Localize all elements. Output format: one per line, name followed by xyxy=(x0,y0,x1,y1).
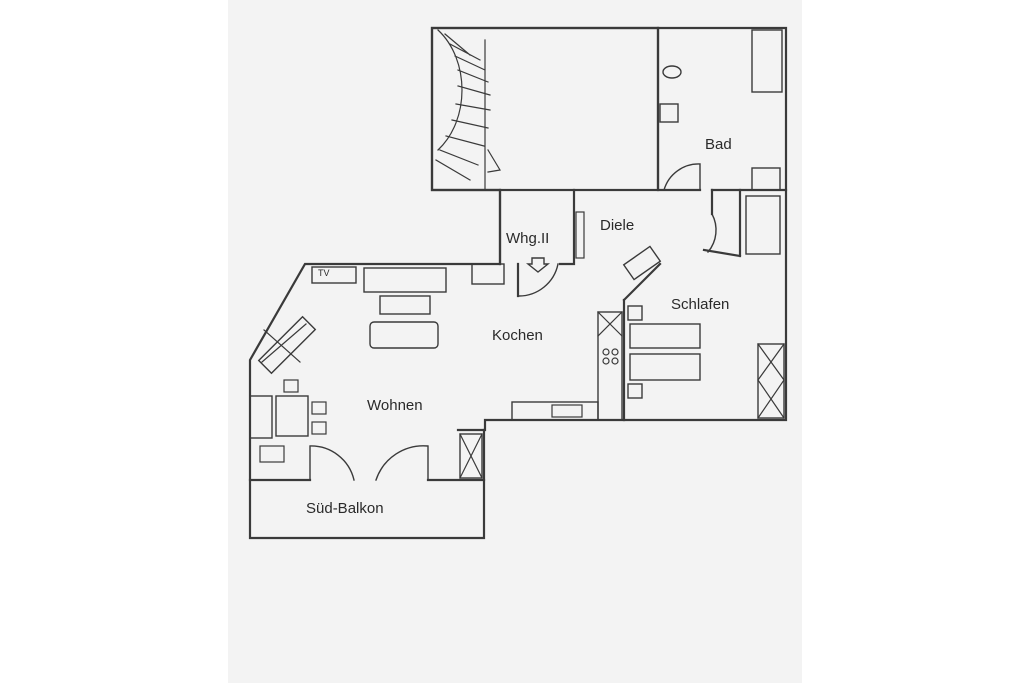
bathroom-wall xyxy=(656,26,788,192)
washer-icon xyxy=(751,167,781,191)
sofa-icon-2 xyxy=(369,321,439,349)
kitchen-counter xyxy=(597,311,623,421)
stove-icon xyxy=(602,348,610,356)
sideboard-icon xyxy=(249,395,273,439)
tv-box xyxy=(311,266,357,284)
bed-icon-2 xyxy=(629,353,701,381)
nightstand-icon-2 xyxy=(627,383,643,399)
chair-icon-2 xyxy=(311,421,327,435)
bed-icon xyxy=(629,323,701,349)
fridge-icon xyxy=(471,263,505,285)
arrow-icon xyxy=(526,257,550,273)
nightstand-icon xyxy=(627,305,643,321)
stove-icon-3 xyxy=(602,357,610,365)
bedroom-wall xyxy=(622,188,742,422)
chair-icon xyxy=(311,401,327,415)
window-bench-icon xyxy=(257,315,317,375)
balcony-wall xyxy=(248,428,486,482)
dining-table-icon xyxy=(275,395,309,437)
door-swing-bad xyxy=(663,163,701,191)
door-swing-balkon xyxy=(309,445,429,481)
bedroom-wardrobe-cross xyxy=(757,343,785,419)
staircase-icon xyxy=(435,29,501,191)
kitchen-counter-bottom xyxy=(511,401,599,421)
room-label-diele: Diele xyxy=(600,217,635,234)
sofa-icon xyxy=(363,267,447,293)
cabinet-icon xyxy=(459,433,483,479)
armchair-icon xyxy=(259,445,285,463)
room-label-wohnen: Wohnen xyxy=(367,397,423,414)
bathtub-icon xyxy=(751,29,783,93)
entry-wall xyxy=(498,188,576,298)
stove-icon-2 xyxy=(611,348,619,356)
bedroom-wardrobe-icon xyxy=(757,343,785,419)
tv-label: TV xyxy=(318,268,330,278)
chair-icon-3 xyxy=(283,379,299,393)
door-swing-schlafen xyxy=(707,213,717,253)
window-bench-cross xyxy=(261,323,307,363)
door-swing-entry xyxy=(517,263,559,297)
room-label-whg: Whg.II xyxy=(506,230,550,247)
floor-plan-sheet xyxy=(228,0,802,683)
room-label-bad: Bad xyxy=(705,136,732,153)
toilet-icon xyxy=(662,65,682,79)
coffee-table-icon xyxy=(379,295,431,315)
wardrobe-icon xyxy=(575,211,585,259)
shower-icon xyxy=(745,195,781,255)
room-label-schlafen: Schlafen xyxy=(671,296,730,313)
radiator-icon xyxy=(622,245,662,281)
kitchen-cabinet-cross xyxy=(597,311,623,337)
room-label-kochen: Kochen xyxy=(492,327,543,344)
sink-icon xyxy=(659,103,679,123)
stove-icon-4 xyxy=(611,357,619,365)
cabinet-cross xyxy=(459,433,483,479)
sink-kitchen-icon xyxy=(551,404,583,418)
room-label-balkon: Süd-Balkon xyxy=(306,500,384,517)
